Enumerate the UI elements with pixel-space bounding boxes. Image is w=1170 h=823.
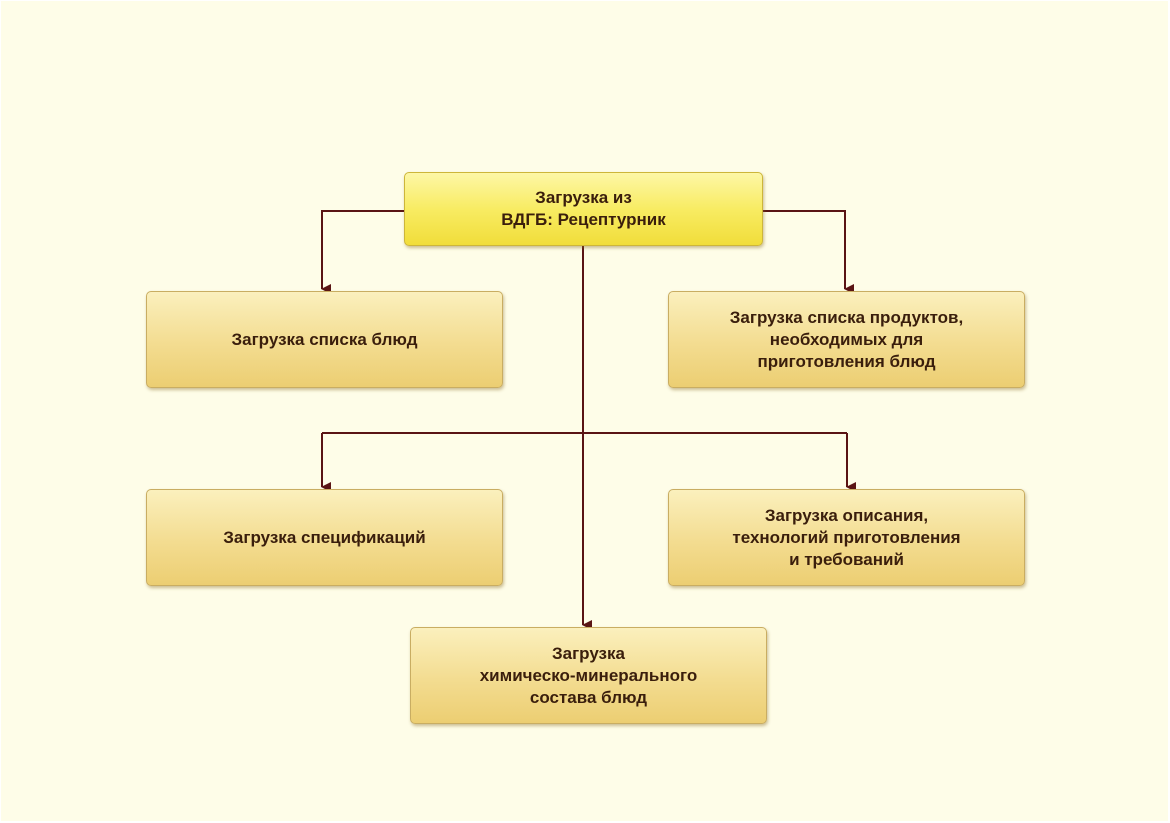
- root-node-vdgb-recipe-book: Загрузка из ВДГБ: Рецептурник: [404, 172, 763, 246]
- node-load-chemical-composition: Загрузка химическо-минерального состава …: [410, 627, 767, 724]
- node-load-product-list: Загрузка списка продуктов, необходимых д…: [668, 291, 1025, 388]
- node-load-descriptions: Загрузка описания, технологий приготовле…: [668, 489, 1025, 586]
- connector-root-to-products: [763, 210, 854, 294]
- node-load-specifications: Загрузка спецификаций: [146, 489, 503, 586]
- connector-root-to-dishes: [321, 210, 404, 294]
- node-load-dish-list: Загрузка списка блюд: [146, 291, 503, 388]
